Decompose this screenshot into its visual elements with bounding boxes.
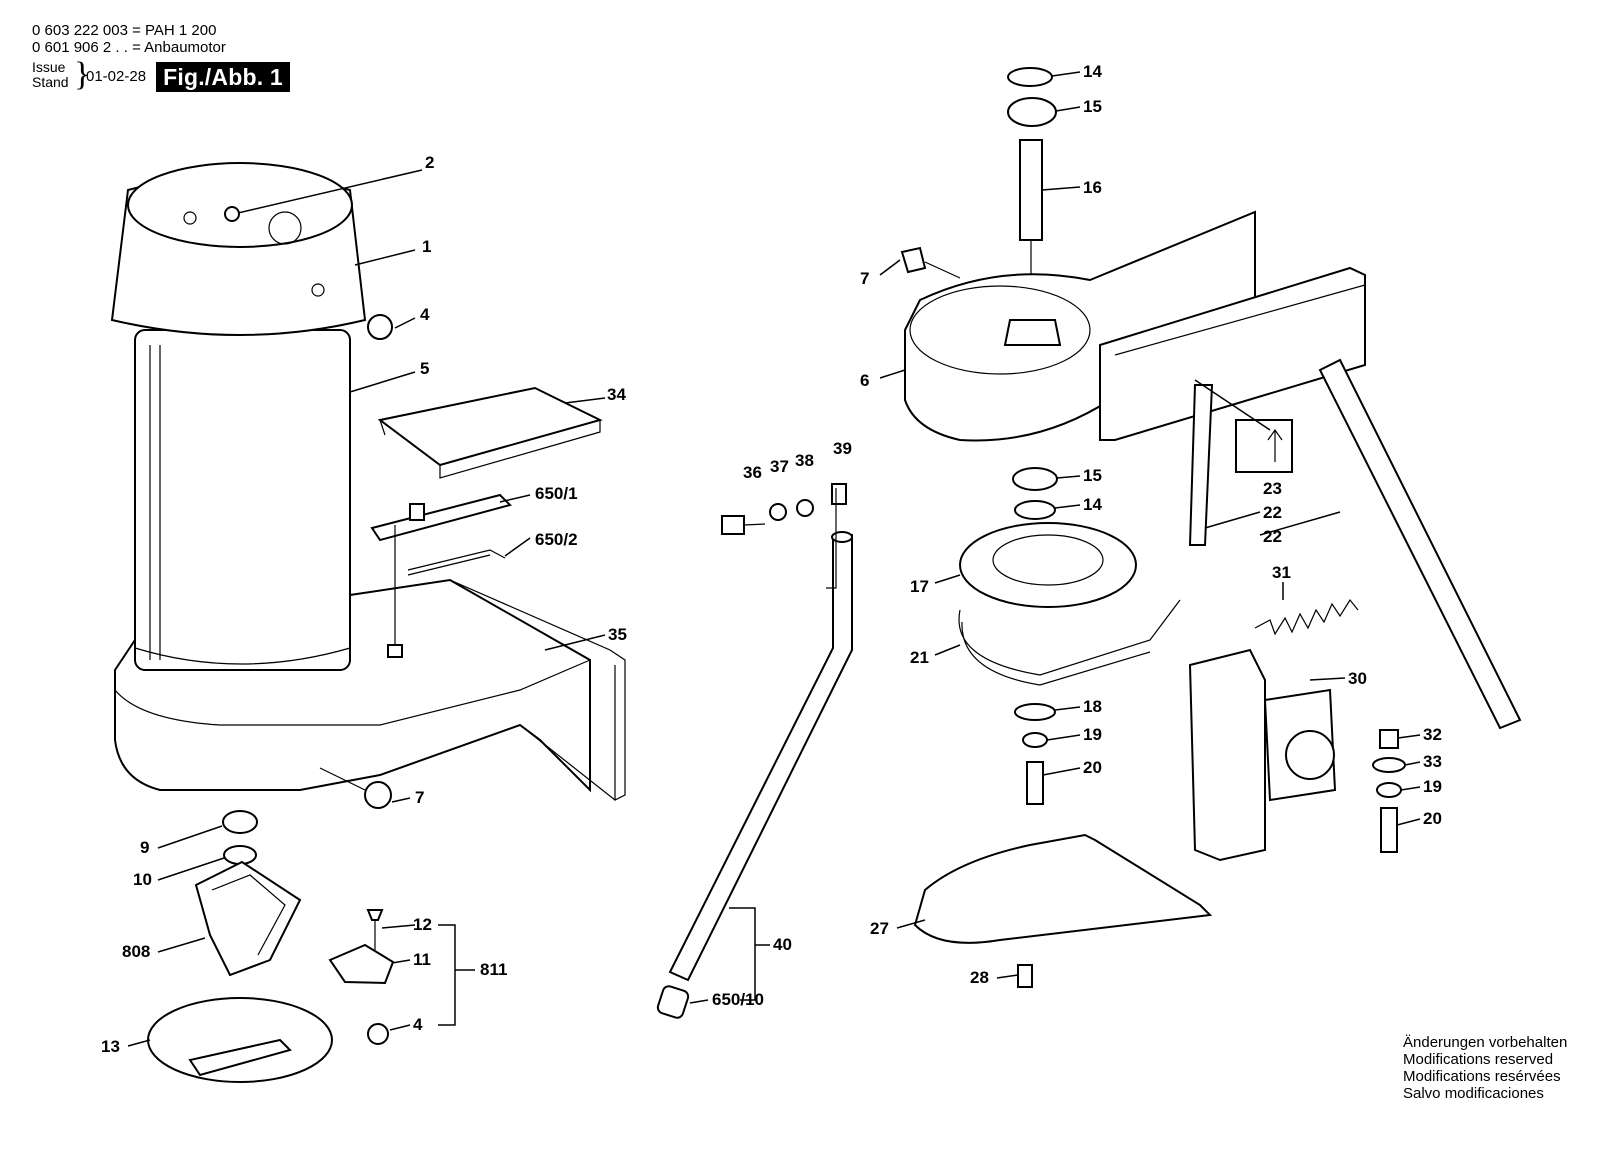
callout-33: 33 bbox=[1423, 752, 1442, 771]
callout-811: 811 bbox=[480, 960, 507, 979]
notice-es: Salvo modificaciones bbox=[1403, 1085, 1544, 1102]
issue-date: 01-02-28 bbox=[86, 68, 147, 85]
callout-28: 28 bbox=[970, 968, 989, 987]
callout-1: 1 bbox=[422, 237, 431, 256]
leader-lines bbox=[127, 71, 1421, 1047]
callout-21: 21 bbox=[910, 648, 929, 667]
callout-27: 27 bbox=[870, 919, 889, 938]
callout-2: 2 bbox=[425, 153, 434, 172]
callout-4-lower: 4 bbox=[413, 1015, 423, 1034]
callout-38: 38 bbox=[795, 451, 814, 470]
notice-de: Änderungen vorbehalten bbox=[1403, 1034, 1568, 1051]
callout-22-b: 22 bbox=[1263, 527, 1282, 546]
callout-650-2: 650/2 bbox=[535, 530, 578, 549]
callout-5: 5 bbox=[420, 359, 429, 378]
callout-labels: 1 2 4 5 34 650/1 650/2 35 7 9 10 808 12 … bbox=[101, 62, 1442, 1056]
callout-9: 9 bbox=[140, 838, 149, 857]
callout-15-mid: 15 bbox=[1083, 466, 1102, 485]
callout-32: 32 bbox=[1423, 725, 1442, 744]
callout-808: 808 bbox=[122, 942, 150, 961]
callout-34: 34 bbox=[607, 385, 626, 404]
notice-fr: Modifications resérvées bbox=[1403, 1068, 1561, 1085]
callout-7-right: 7 bbox=[860, 269, 869, 288]
callout-23: 23 bbox=[1263, 479, 1282, 498]
callout-6: 6 bbox=[860, 371, 869, 390]
callout-11: 11 bbox=[413, 950, 431, 969]
callout-31: 31 bbox=[1272, 563, 1291, 582]
callout-17: 17 bbox=[910, 577, 929, 596]
notice-en: Modifications reserved bbox=[1403, 1051, 1554, 1068]
callout-15-top: 15 bbox=[1083, 97, 1102, 116]
callout-39: 39 bbox=[833, 439, 852, 458]
callout-10: 10 bbox=[133, 870, 152, 889]
motor-housing bbox=[110, 162, 626, 1083]
motor-number-line: 0 601 906 2 . . = Anbaumotor bbox=[32, 39, 226, 56]
callout-12: 12 bbox=[413, 915, 432, 934]
callout-16: 16 bbox=[1083, 178, 1102, 197]
issue-label: Issue bbox=[32, 59, 66, 75]
callout-650-10: 650/10 bbox=[712, 990, 764, 1009]
callout-7-left: 7 bbox=[415, 788, 424, 807]
brace-glyph: } bbox=[74, 56, 91, 93]
callout-14-top: 14 bbox=[1083, 62, 1102, 81]
callout-13: 13 bbox=[101, 1037, 120, 1056]
callout-14-mid: 14 bbox=[1083, 495, 1102, 514]
callout-40: 40 bbox=[773, 935, 792, 954]
callout-20-mid: 20 bbox=[1083, 758, 1102, 777]
callout-22-a: 22 bbox=[1263, 503, 1282, 522]
callout-18: 18 bbox=[1083, 697, 1102, 716]
support-rod-assembly bbox=[656, 483, 853, 1019]
callout-35: 35 bbox=[608, 625, 627, 644]
callout-650-1: 650/1 bbox=[535, 484, 578, 503]
belt-drive-assembly bbox=[900, 67, 1522, 988]
callout-4: 4 bbox=[420, 305, 430, 324]
figure-label: Fig./Abb. 1 bbox=[156, 62, 290, 92]
callout-19-mid: 19 bbox=[1083, 725, 1102, 744]
stand-label: Stand bbox=[32, 74, 69, 90]
callout-36: 36 bbox=[743, 463, 762, 482]
modifications-notice: Änderungen vorbehalten Modifications res… bbox=[1403, 1034, 1567, 1102]
callout-30: 30 bbox=[1348, 669, 1367, 688]
issue-stand-label: Issue Stand bbox=[32, 60, 80, 90]
callout-19-right: 19 bbox=[1423, 777, 1442, 796]
model-number-line: 0 603 222 003 = PAH 1 200 bbox=[32, 22, 217, 39]
callout-37: 37 bbox=[770, 457, 789, 476]
callout-20-right: 20 bbox=[1423, 809, 1442, 828]
